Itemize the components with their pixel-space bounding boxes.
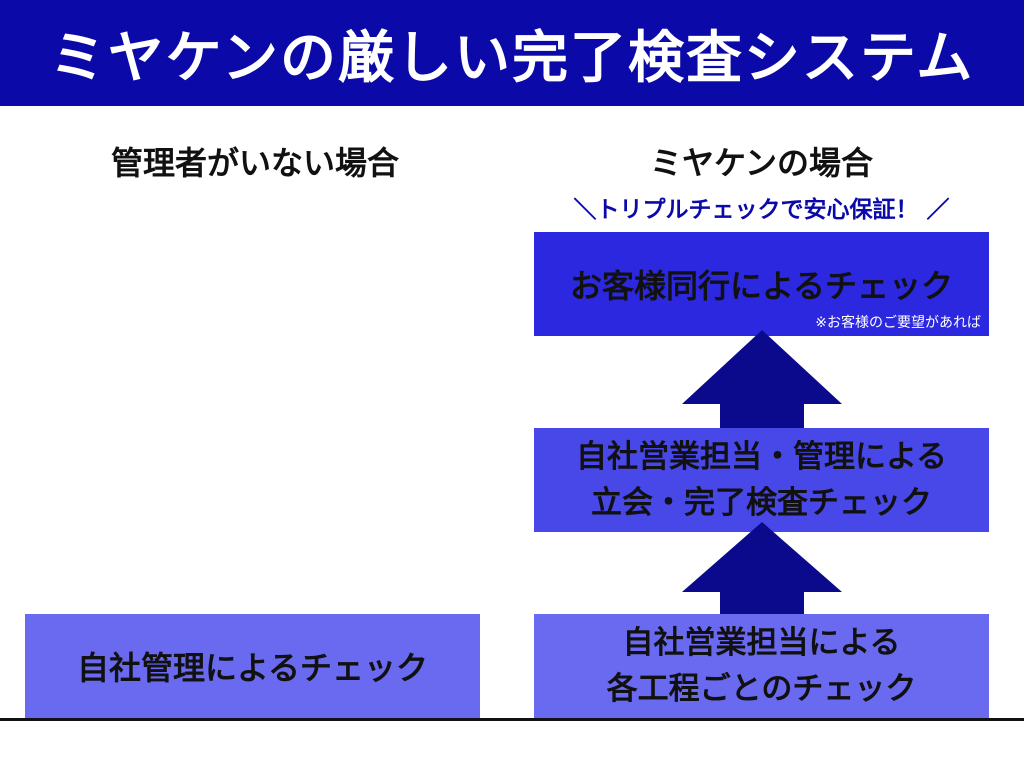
sales-manager-check-box: 自社営業担当・管理による 立会・完了検査チェック <box>534 428 989 532</box>
customer-check-box: お客様同行によるチェック ※お客様のご要望があれば <box>534 232 989 336</box>
up-arrow-upper <box>682 330 842 430</box>
customer-request-note: ※お客様のご要望があれば <box>815 315 981 331</box>
triple-check-tagline: ＼トリプルチェックで安心保証！ ／ <box>573 197 950 223</box>
sales-manager-check-line1: 自社営業担当・管理による <box>575 439 948 475</box>
sales-manager-check-line2: 立会・完了検査チェック <box>591 485 932 521</box>
self-management-check-label: 自社管理によるチェック <box>76 649 429 687</box>
left-column-heading: 管理者がいない場合 <box>110 144 399 182</box>
baseline-divider <box>0 718 1024 721</box>
self-management-check-box: 自社管理によるチェック <box>25 614 480 718</box>
up-arrow-lower <box>682 522 842 618</box>
right-column-heading: ミヤケンの場合 <box>649 144 874 182</box>
sales-process-check-line1: 自社営業担当による <box>622 625 901 661</box>
title-banner: ミヤケンの厳しい完了検査システム <box>0 0 1024 106</box>
page-title: ミヤケンの厳しい完了検査システム <box>49 25 975 91</box>
sales-process-check-line2: 各工程ごとのチェック <box>606 671 917 707</box>
sales-process-check-box: 自社営業担当による 各工程ごとのチェック <box>534 614 989 718</box>
customer-check-label: お客様同行によるチェック <box>569 267 954 305</box>
